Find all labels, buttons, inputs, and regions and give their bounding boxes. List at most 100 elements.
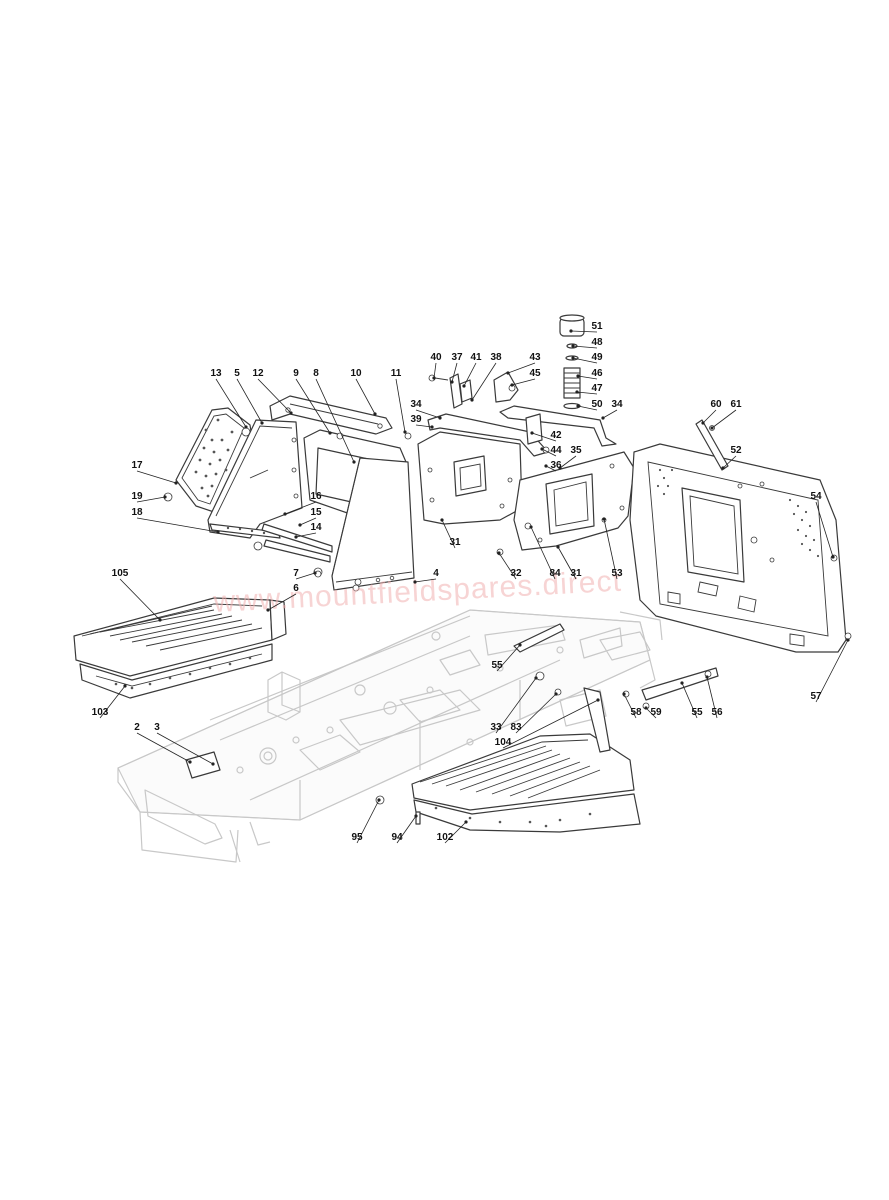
part-number-label: 94 xyxy=(391,832,403,843)
part-number-label: 46 xyxy=(591,368,603,379)
leader-dot xyxy=(216,530,220,534)
leader-line xyxy=(471,362,497,401)
leader-line xyxy=(136,517,219,533)
leader-dot xyxy=(571,356,575,360)
callout-c34b: 34 xyxy=(410,399,442,420)
callout-c58: 58 xyxy=(622,692,642,719)
callout-c39: 39 xyxy=(410,414,434,429)
callout-c56: 56 xyxy=(705,675,723,719)
leader-line xyxy=(681,682,698,719)
leader-dot xyxy=(377,798,381,802)
leader-dot xyxy=(530,431,534,435)
leader-dot xyxy=(710,426,714,430)
part-number-label: 51 xyxy=(591,321,603,332)
callout-c11: 11 xyxy=(391,368,407,434)
leader-line xyxy=(545,465,557,472)
callout-c31b: 31 xyxy=(556,545,582,580)
leader-line xyxy=(433,362,437,379)
leader-line xyxy=(99,685,126,719)
part-top-brace-12 xyxy=(269,395,393,435)
part-number-label: 16 xyxy=(310,491,322,502)
callout-c48: 48 xyxy=(571,337,603,349)
leader-line xyxy=(156,732,214,765)
leader-dot xyxy=(211,762,215,766)
leader-dot xyxy=(328,431,332,435)
leader-line xyxy=(572,357,598,364)
part-support-bracket-55 xyxy=(513,623,719,710)
leader-line xyxy=(515,693,557,734)
callout-c47: 47 xyxy=(575,383,603,395)
part-number-label: 95 xyxy=(351,832,363,843)
callout-c51: 51 xyxy=(569,321,603,333)
callout-c45: 45 xyxy=(510,368,541,387)
leader-dot xyxy=(298,523,302,527)
part-number-label: 7 xyxy=(293,568,299,579)
leader-dot xyxy=(701,421,705,425)
leader-line xyxy=(559,455,577,469)
callout-c61: 61 xyxy=(710,399,742,430)
callout-c49: 49 xyxy=(571,352,603,364)
leader-dot xyxy=(174,481,178,485)
callout-c13: 13 xyxy=(210,368,248,429)
callout-c33: 33 xyxy=(490,676,538,734)
leader-line xyxy=(415,409,441,419)
leader-line xyxy=(572,345,598,349)
callout-c40: 40 xyxy=(430,352,442,380)
leader-dot xyxy=(601,416,605,420)
part-number-label: 50 xyxy=(591,399,603,410)
callout-c94: 94 xyxy=(391,814,418,844)
part-number-label: 38 xyxy=(490,352,502,363)
callout-c17: 17 xyxy=(131,460,178,485)
leader-dot xyxy=(622,692,626,696)
leader-dot xyxy=(414,814,418,818)
leader-line xyxy=(119,578,161,621)
leader-line xyxy=(496,644,521,672)
leader-dot xyxy=(432,376,436,380)
part-number-label: 36 xyxy=(550,460,562,471)
leader-line xyxy=(236,378,263,424)
leader-line xyxy=(502,699,599,749)
leader-dot xyxy=(576,374,580,378)
leader-line xyxy=(498,552,517,580)
leader-line xyxy=(267,593,297,611)
leader-dot xyxy=(158,618,162,622)
leader-line xyxy=(702,409,717,424)
leader-line xyxy=(603,518,618,580)
callout-c50: 50 xyxy=(576,399,603,411)
callout-c5: 5 xyxy=(234,368,264,425)
leader-dot xyxy=(260,421,264,425)
leader-line xyxy=(284,501,317,515)
leader-dot xyxy=(430,425,434,429)
leader-dot xyxy=(510,383,514,387)
leader-dot xyxy=(529,525,533,529)
part-center-panel-31a xyxy=(417,431,523,525)
leader-line xyxy=(257,378,292,414)
leader-dot xyxy=(544,464,548,468)
leader-line xyxy=(295,572,316,580)
leader-dot xyxy=(244,425,248,429)
leader-line xyxy=(495,677,537,734)
part-number-label: 18 xyxy=(131,507,143,518)
callout-c46: 46 xyxy=(576,368,603,380)
leader-dot xyxy=(596,698,600,702)
part-front-tunnel-4 xyxy=(331,457,415,592)
part-fasteners xyxy=(185,432,562,825)
leader-dot xyxy=(163,495,167,499)
leader-dot xyxy=(289,411,293,415)
leader-line xyxy=(623,693,637,719)
part-number-label: 44 xyxy=(550,445,562,456)
callout-c32: 32 xyxy=(497,551,522,580)
part-number-label: 14 xyxy=(310,522,322,533)
part-number-label: 6 xyxy=(293,583,299,594)
leader-line xyxy=(396,815,417,844)
leader-dot xyxy=(558,466,562,470)
part-number-label: 39 xyxy=(410,414,422,425)
leader-line xyxy=(295,378,331,434)
part-side-panel-5 xyxy=(207,419,303,539)
leader-dot xyxy=(680,681,684,685)
leader-line xyxy=(355,378,376,415)
callout-c12: 12 xyxy=(252,368,293,415)
leader-line xyxy=(315,378,355,463)
leader-dot xyxy=(283,512,287,516)
